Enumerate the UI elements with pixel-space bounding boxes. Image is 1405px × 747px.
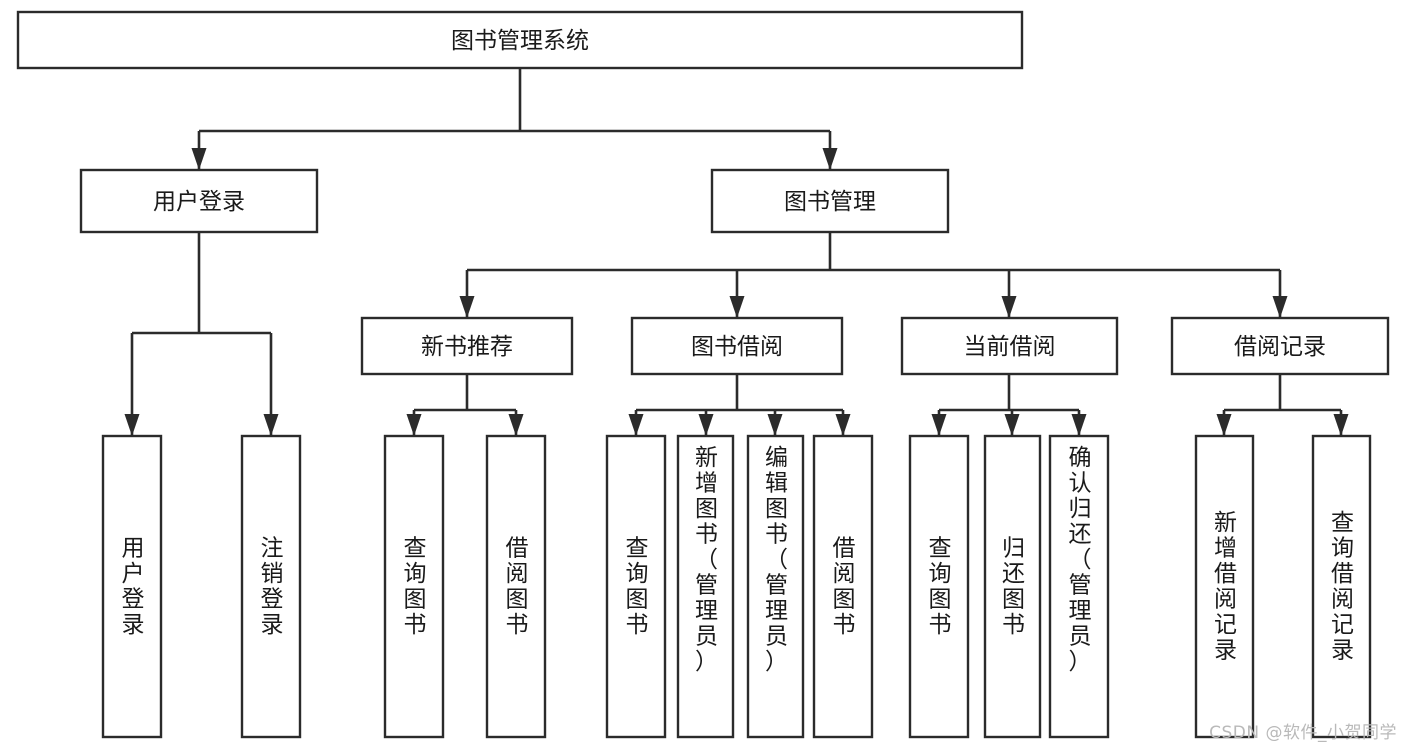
node-book-borrow[interactable]: 图书借阅 — [630, 316, 844, 376]
node-box-leaf-user-login[interactable] — [101, 434, 163, 739]
node-box-book-manage[interactable] — [710, 168, 950, 234]
node-box-leaf-query-book-1[interactable] — [383, 434, 445, 739]
node-label-borrow-record: 借阅记录 — [1234, 334, 1326, 360]
node-box-leaf-query-book-3[interactable] — [908, 434, 970, 739]
node-box-leaf-borrow-book-2[interactable] — [812, 434, 874, 739]
arrow-head-icon — [191, 148, 207, 170]
node-label-leaf-user-logout: 注销登录 — [261, 535, 284, 638]
node-leaf-user-logout[interactable]: 注销登录 — [240, 434, 302, 739]
node-box-borrow-record[interactable] — [1170, 316, 1390, 376]
node-book-manage[interactable]: 图书管理 — [710, 168, 950, 234]
node-box-leaf-confirm-return[interactable] — [1048, 434, 1110, 739]
node-leaf-query-book-2[interactable]: 查询图书 — [605, 434, 667, 739]
node-box-user-login[interactable] — [79, 168, 319, 234]
node-label-leaf-query-book-1: 查询图书 — [404, 535, 427, 638]
node-leaf-add-record[interactable]: 新增借阅记录 — [1194, 434, 1255, 739]
node-leaf-edit-book[interactable]: 编辑图书（管理员） — [746, 434, 805, 739]
node-leaf-add-book[interactable]: 新增图书（管理员） — [676, 434, 735, 739]
node-box-book-borrow[interactable] — [630, 316, 844, 376]
node-box-new-book-rec[interactable] — [360, 316, 574, 376]
arrow-head-icon — [698, 414, 714, 436]
arrow-head-icon — [508, 414, 524, 436]
node-box-leaf-edit-book[interactable] — [746, 434, 805, 739]
node-box-leaf-return-book[interactable] — [983, 434, 1042, 739]
node-label-user-login: 用户登录 — [153, 189, 245, 215]
node-label-current-borrow: 当前借阅 — [964, 334, 1056, 360]
node-root[interactable]: 图书管理系统 — [16, 10, 1024, 70]
node-leaf-query-record[interactable]: 查询借阅记录 — [1311, 434, 1372, 739]
node-label-leaf-query-book-3: 查询图书 — [929, 535, 952, 638]
connector-new-book-rec — [406, 374, 524, 436]
node-box-leaf-query-book-2[interactable] — [605, 434, 667, 739]
node-label-leaf-query-book-2: 查询图书 — [626, 535, 649, 638]
node-label-leaf-user-login: 用户登录 — [122, 535, 145, 638]
node-label-leaf-query-record: 查询借阅记录 — [1331, 510, 1354, 664]
connector-root — [191, 68, 838, 170]
node-new-book-rec[interactable]: 新书推荐 — [360, 316, 574, 376]
arrow-head-icon — [1333, 414, 1349, 436]
node-label-leaf-confirm-return: 确认归还（管理员） — [1069, 445, 1092, 675]
node-box-root[interactable] — [16, 10, 1024, 70]
node-label-leaf-return-book: 归还图书 — [1002, 535, 1025, 638]
arrow-head-icon — [1001, 296, 1017, 318]
nodes-layer: 图书管理系统用户登录图书管理新书推荐图书借阅当前借阅借阅记录用户登录注销登录查询… — [16, 10, 1390, 739]
node-box-current-borrow[interactable] — [900, 316, 1119, 376]
node-label-leaf-add-book: 新增图书（管理员） — [695, 445, 718, 675]
arrow-head-icon — [263, 414, 279, 436]
node-leaf-borrow-book-1[interactable]: 借阅图书 — [485, 434, 547, 739]
connector-borrow-record — [1216, 374, 1349, 436]
connector-book-manage — [459, 232, 1288, 318]
node-label-leaf-borrow-book-1: 借阅图书 — [506, 535, 529, 638]
node-leaf-return-book[interactable]: 归还图书 — [983, 434, 1042, 739]
node-label-new-book-rec: 新书推荐 — [421, 334, 513, 360]
arrow-head-icon — [1004, 414, 1020, 436]
node-box-leaf-add-book[interactable] — [676, 434, 735, 739]
node-label-book-borrow: 图书借阅 — [691, 334, 783, 360]
node-leaf-confirm-return[interactable]: 确认归还（管理员） — [1048, 434, 1110, 739]
arrow-head-icon — [124, 414, 140, 436]
arrow-head-icon — [628, 414, 644, 436]
node-current-borrow[interactable]: 当前借阅 — [900, 316, 1119, 376]
node-leaf-user-login[interactable]: 用户登录 — [101, 434, 163, 739]
node-label-leaf-borrow-book-2: 借阅图书 — [833, 535, 856, 638]
node-label-book-manage: 图书管理 — [784, 189, 876, 215]
node-borrow-record[interactable]: 借阅记录 — [1170, 316, 1390, 376]
arrow-head-icon — [835, 414, 851, 436]
arrow-head-icon — [767, 414, 783, 436]
node-user-login[interactable]: 用户登录 — [79, 168, 319, 234]
node-leaf-query-book-3[interactable]: 查询图书 — [908, 434, 970, 739]
node-label-leaf-edit-book: 编辑图书（管理员） — [765, 445, 788, 675]
node-box-leaf-add-record[interactable] — [1194, 434, 1255, 739]
connector-book-borrow — [628, 374, 851, 436]
connector-current-borrow — [931, 374, 1087, 436]
arrow-head-icon — [1272, 296, 1288, 318]
node-box-leaf-borrow-book-1[interactable] — [485, 434, 547, 739]
arrow-head-icon — [822, 148, 838, 170]
node-leaf-borrow-book-2[interactable]: 借阅图书 — [812, 434, 874, 739]
node-box-leaf-query-record[interactable] — [1311, 434, 1372, 739]
node-label-leaf-add-record: 新增借阅记录 — [1214, 510, 1237, 664]
arrow-head-icon — [406, 414, 422, 436]
arrow-head-icon — [459, 296, 475, 318]
node-box-leaf-user-logout[interactable] — [240, 434, 302, 739]
arrow-head-icon — [931, 414, 947, 436]
node-leaf-query-book-1[interactable]: 查询图书 — [383, 434, 445, 739]
arrow-head-icon — [1071, 414, 1087, 436]
connector-user-login — [124, 232, 279, 436]
arrow-head-icon — [1216, 414, 1232, 436]
arrow-head-icon — [729, 296, 745, 318]
connectors-layer — [124, 68, 1349, 436]
node-label-root: 图书管理系统 — [451, 28, 589, 54]
